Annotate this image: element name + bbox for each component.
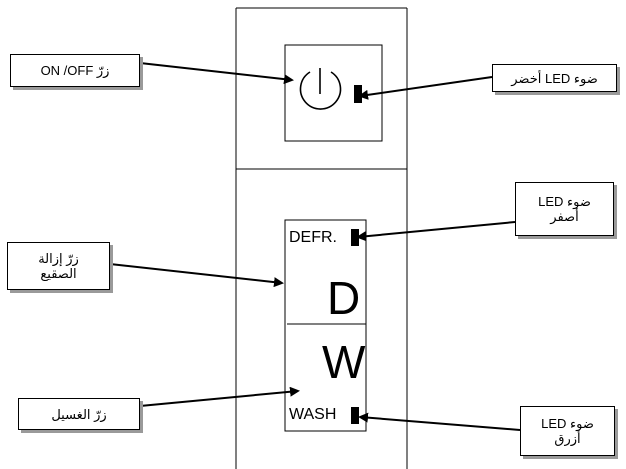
arrow-onoff bbox=[139, 62, 294, 85]
callout-defrost-button: زرّ إزالة الصقيع bbox=[7, 242, 110, 290]
yellow-led-indicator bbox=[351, 229, 359, 246]
power-button-frame bbox=[284, 44, 383, 142]
callout-arrows bbox=[109, 62, 521, 431]
callout-onoff-text: زرّ ON /OFF bbox=[40, 63, 110, 78]
arrow-defrost-button bbox=[109, 263, 284, 288]
wash-label: WASH bbox=[289, 406, 337, 423]
callout-wash-button: زرّ الغسيل bbox=[18, 398, 140, 430]
wash-letter[interactable]: W bbox=[322, 336, 366, 388]
blue-led-indicator bbox=[351, 407, 359, 424]
callout-wash-text: زرّ الغسيل bbox=[51, 406, 107, 422]
callout-yellow-led: ضوء LED أصفر bbox=[515, 182, 614, 236]
arrow-blue-led bbox=[358, 412, 521, 431]
defrost-wash-button-frame bbox=[284, 219, 367, 432]
arrow-green-led bbox=[358, 76, 493, 100]
callout-green-led-text: ضوء LED أخضر bbox=[511, 70, 598, 86]
callout-blue-led: ضوء LED أزرق bbox=[520, 406, 615, 456]
callout-defrost-line2: الصقيع bbox=[40, 266, 77, 281]
arrow-wash-button bbox=[139, 386, 300, 407]
callout-yellow-led-line2: أصفر bbox=[550, 209, 579, 224]
green-led-indicator bbox=[354, 85, 362, 103]
callout-onoff-button: زرّ ON /OFF bbox=[10, 54, 140, 87]
callout-blue-led-line2: أزرق bbox=[554, 431, 581, 446]
defrost-label: DEFR. bbox=[289, 229, 337, 246]
arrow-yellow-led bbox=[356, 221, 516, 242]
callout-yellow-led-line1: ضوء LED bbox=[538, 194, 591, 209]
power-icon bbox=[299, 68, 342, 110]
callout-green-led: ضوء LED أخضر bbox=[492, 64, 617, 92]
device-panel-outline bbox=[235, 7, 408, 469]
callout-defrost-line1: زرّ إزالة bbox=[38, 251, 79, 266]
defrost-letter[interactable]: D bbox=[327, 272, 361, 324]
callout-blue-led-line1: ضوء LED bbox=[541, 416, 594, 431]
